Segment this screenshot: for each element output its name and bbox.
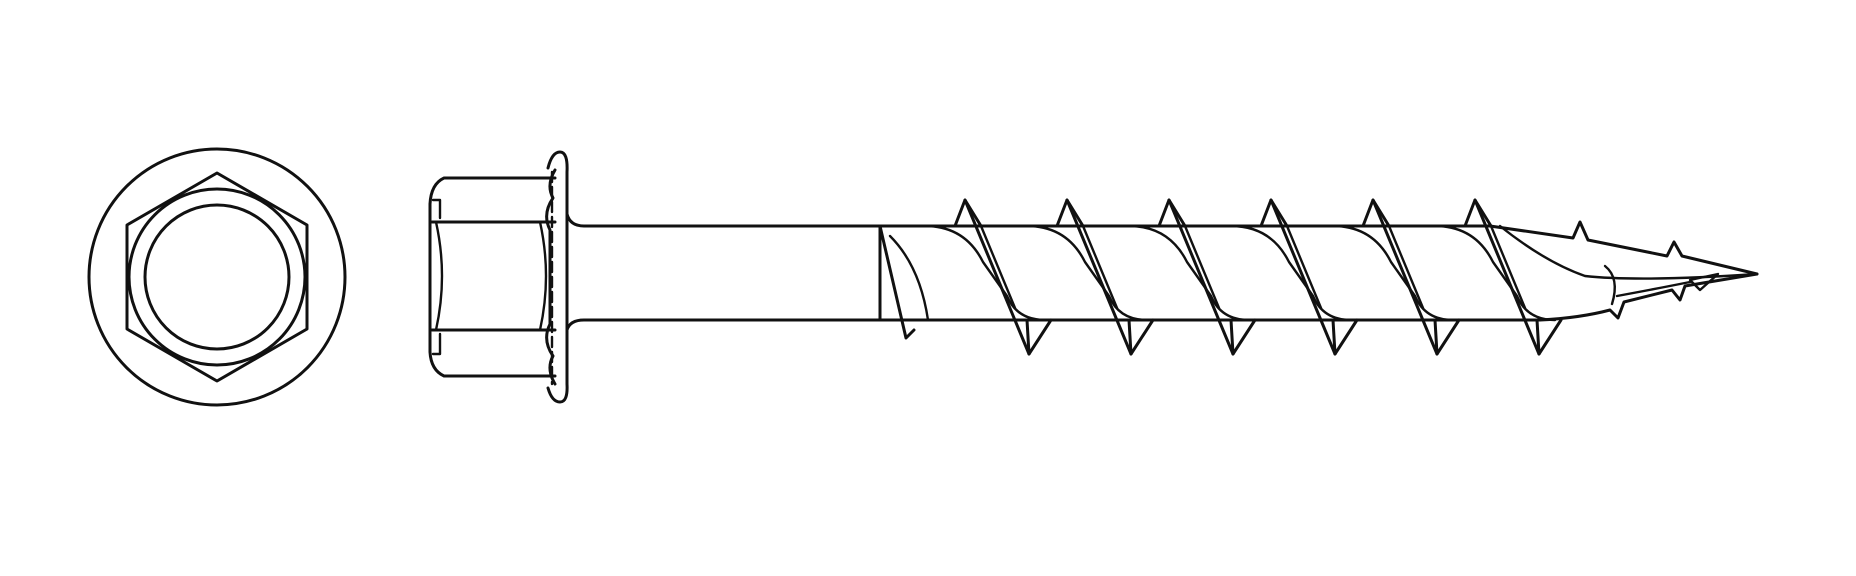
thread-crest-curve xyxy=(1433,224,1557,322)
tip-point-facet xyxy=(1688,272,1720,292)
thread-crest-bottom xyxy=(1535,318,1563,356)
flange-outline xyxy=(87,147,347,407)
tip-flute-curve xyxy=(1603,264,1616,306)
bearing-circle-outer xyxy=(127,187,307,367)
hex-flange-screw-side-view-icon xyxy=(428,150,1759,404)
thread-flank-front xyxy=(1473,198,1541,356)
hex-outline xyxy=(125,171,309,383)
thread-crest-curve xyxy=(923,224,1047,322)
hex-facet-curve-right xyxy=(538,220,548,332)
smooth-shank xyxy=(565,212,882,332)
shank-bottom-edge xyxy=(565,318,882,332)
thread-crest-bottom xyxy=(1025,318,1053,356)
hex-facet-curve-left xyxy=(434,220,444,332)
thread-flank-inner xyxy=(1387,224,1425,310)
flange-rim xyxy=(546,150,569,404)
shank-top-edge xyxy=(565,212,882,228)
thread-flank-front xyxy=(1167,198,1235,356)
thread-section xyxy=(878,198,1563,356)
flange-washer xyxy=(545,150,569,404)
thread-crest-curve xyxy=(1025,224,1149,322)
tip-upper-edge xyxy=(1488,220,1759,276)
bearing-circle-inner xyxy=(143,203,291,351)
thread-flank-front xyxy=(1065,198,1133,356)
thread-crest-bottom xyxy=(1229,318,1257,356)
thread-crest-curve xyxy=(1127,224,1251,322)
thread-flank-inner xyxy=(1183,224,1221,310)
thread-crest-curve xyxy=(1229,224,1353,322)
tip-lower-edge xyxy=(1538,272,1759,322)
thread-flank-front xyxy=(963,198,1031,356)
thread-entry-crest xyxy=(888,234,930,322)
thread-crest-bottom xyxy=(1331,318,1359,356)
thread-crest-bottom xyxy=(1127,318,1155,356)
thread-flank-inner xyxy=(1081,224,1119,310)
flange-front-edge xyxy=(545,168,557,386)
tip-cut-line xyxy=(1615,280,1692,298)
thread-crest-curve xyxy=(1331,224,1455,322)
thread-entry-flank xyxy=(878,224,916,340)
thread-flank-inner xyxy=(1489,224,1527,310)
thread-flank-inner xyxy=(1285,224,1323,310)
hex-head-outline xyxy=(428,176,557,378)
thread-crest-bottom xyxy=(1433,318,1461,356)
thread-flank-front xyxy=(1371,198,1439,356)
hex-head-end-view-icon xyxy=(87,147,347,407)
screw-tip xyxy=(1488,220,1759,322)
thread-flank-front xyxy=(1269,198,1337,356)
hex-head xyxy=(428,176,557,378)
thread-flank-inner xyxy=(979,224,1017,310)
hex-chamfer-marks xyxy=(431,198,442,356)
